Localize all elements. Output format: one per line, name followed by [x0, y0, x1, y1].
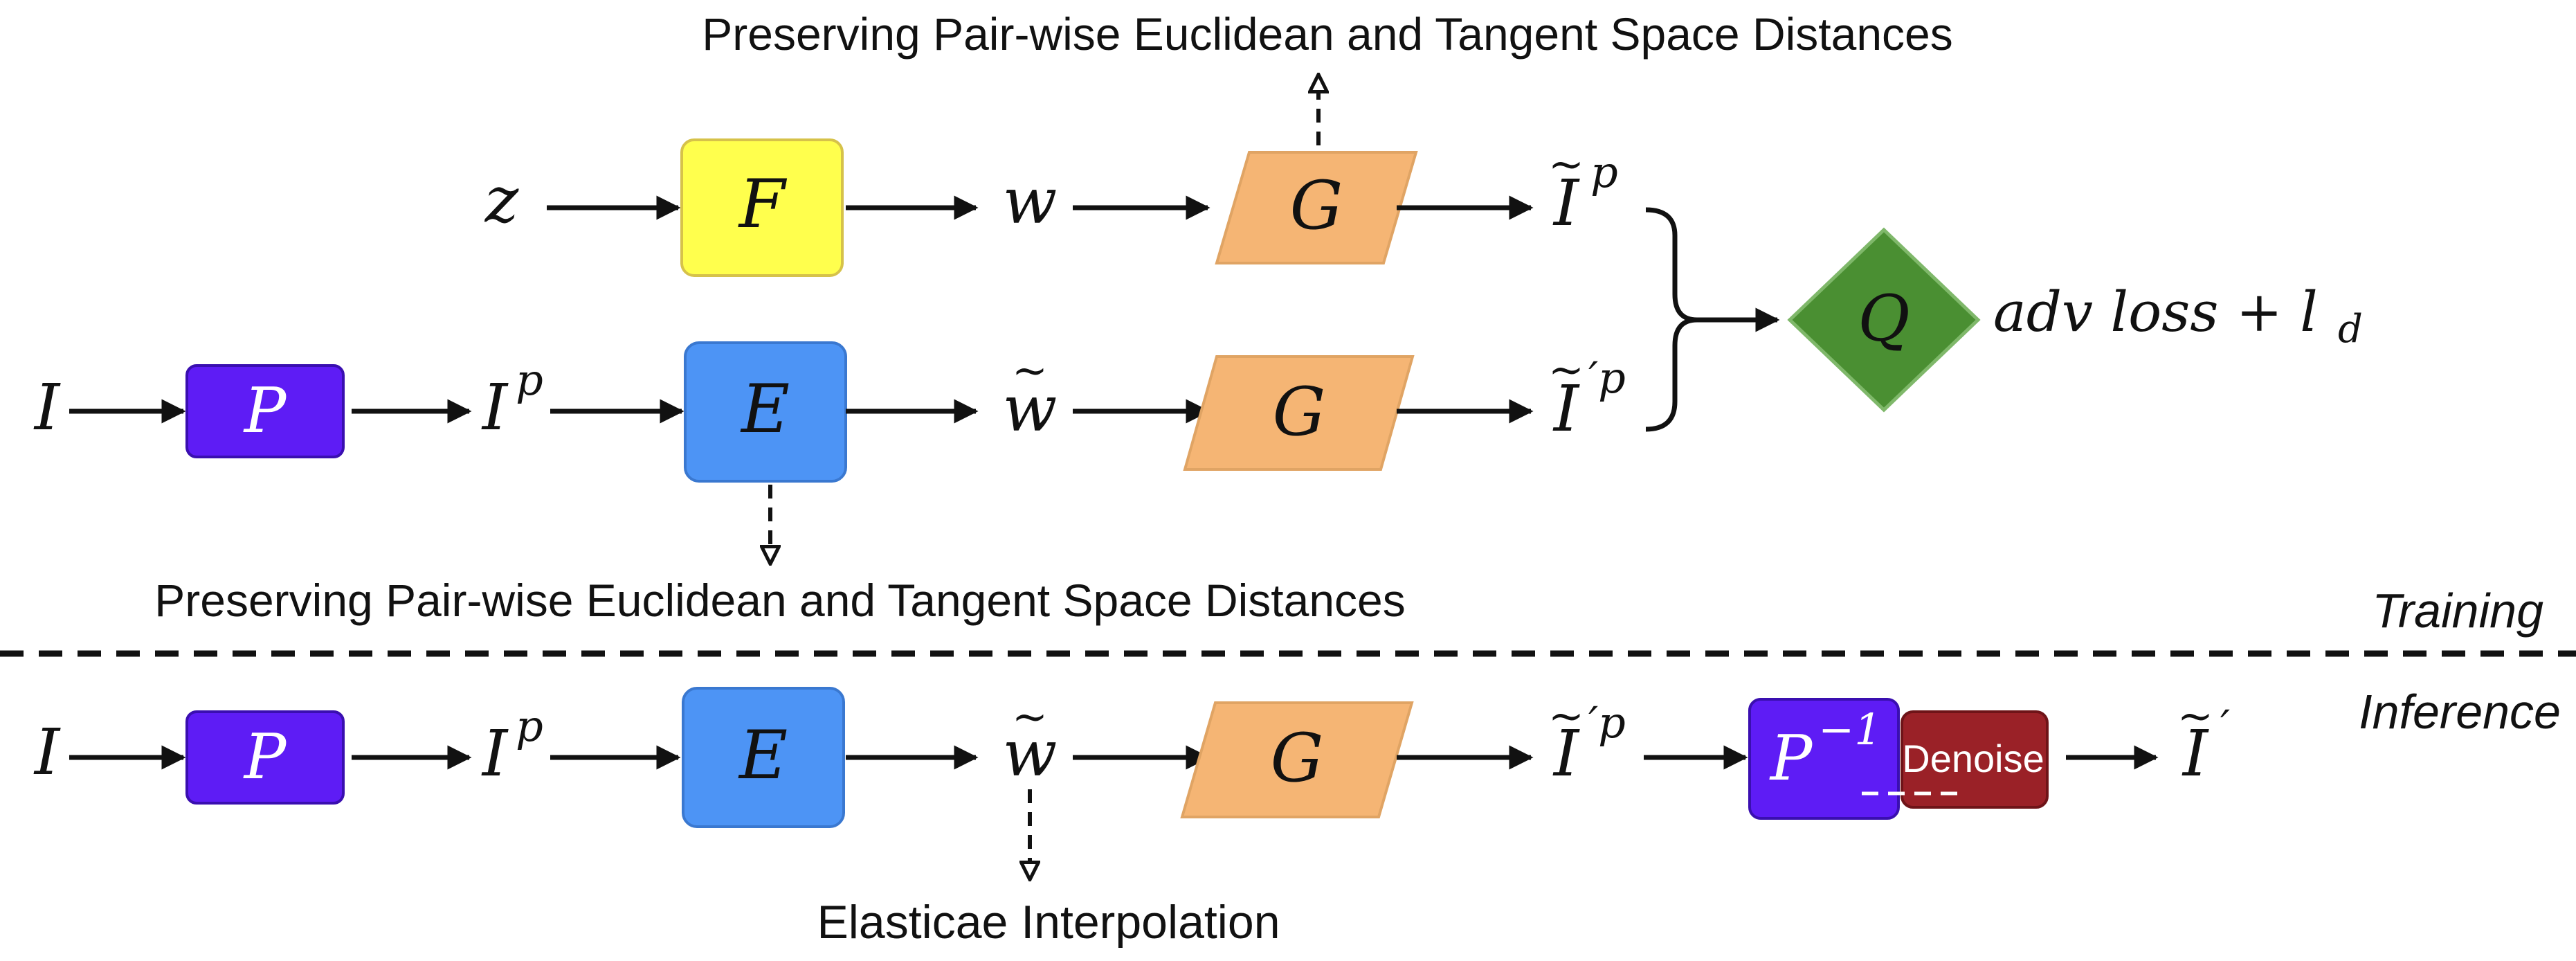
- latent-w-tilde-tilde: ~: [1012, 345, 1048, 395]
- input-i-symbol: I: [33, 370, 61, 444]
- denoise-label: Denoise: [1902, 737, 2044, 780]
- generated-i-tilde-p: ~ I p: [1548, 138, 1618, 240]
- inference-i-tilde-prime-p-tilde: ~: [1548, 690, 1584, 741]
- inference-input-i: I: [33, 715, 61, 789]
- generator-g-bottom-label: G: [1273, 373, 1326, 451]
- inference-transform-p-label: P: [243, 721, 287, 793]
- inference-i-tilde-prime-p-sup: ′p: [1588, 697, 1626, 748]
- inverse-transform-label: P −1: [1769, 704, 1882, 795]
- mapping-box-f: [680, 138, 844, 277]
- transform-box-p: [185, 364, 345, 458]
- inverse-transform-label-sup: −1: [1818, 704, 1881, 755]
- discriminator-q-label: Q: [1858, 282, 1910, 356]
- interpolation-annotation: Elasticae Interpolation: [817, 896, 1280, 949]
- inference-generator-g-label: G: [1271, 719, 1324, 797]
- final-output-i-tilde-prime: ~ I ′: [2177, 690, 2230, 791]
- merge-brace: [1645, 207, 1698, 432]
- inference-encoder-e: [682, 687, 845, 828]
- w-symbol: w: [1003, 164, 1058, 238]
- generated-i-tilde-prime-p-sup: ′p: [1588, 352, 1626, 403]
- generated-i-tilde-prime-p: ~ I ′p: [1548, 344, 1626, 446]
- transformed-i-p: I p: [481, 354, 543, 444]
- transform-box-p-label: P: [243, 375, 287, 447]
- transformed-i-p-base: I: [481, 370, 509, 444]
- loss-label-sub: d: [2338, 307, 2363, 352]
- inference-transformed-i-p-base: I: [481, 717, 509, 791]
- generated-i-tilde-prime-p-base: I: [1552, 372, 1580, 446]
- inference-latent-w-tilde-tilde: ~: [1012, 691, 1048, 742]
- final-output-i-tilde-prime-sup: ′: [2220, 701, 2230, 751]
- loss-label-main: adv loss + l: [1993, 280, 2318, 344]
- inference-i-tilde-prime-p: ~ I ′p: [1548, 690, 1626, 791]
- inference-generator-g: [1180, 701, 1414, 818]
- inverse-transform-box: [1748, 698, 1900, 820]
- top-preserve-annotation: Preserving Pair-wise Euclidean and Tange…: [702, 8, 1952, 60]
- inference-label: Inference: [2359, 685, 2561, 739]
- generated-i-tilde-prime-p-tilde: ~: [1548, 344, 1584, 395]
- loss-label: adv loss + l d: [1993, 280, 2363, 352]
- final-output-i-tilde-prime-base: I: [2182, 717, 2209, 791]
- latent-w-tilde: ~ w: [1003, 345, 1058, 446]
- latent-w-tilde-base: w: [1003, 372, 1058, 446]
- inference-latent-w-tilde: ~ w: [1003, 691, 1058, 791]
- encoder-box-e-label: E: [740, 370, 790, 448]
- inference-transformed-i-p: I p: [481, 701, 543, 791]
- inference-i-tilde-prime-p-base: I: [1552, 717, 1580, 791]
- generator-g-top: [1215, 151, 1418, 264]
- transformed-i-p-sup: p: [516, 354, 543, 405]
- inference-transformed-i-p-sup: p: [516, 701, 543, 751]
- generated-i-tilde-p-base: I: [1552, 166, 1580, 240]
- mid-preserve-annotation: Preserving Pair-wise Euclidean and Tange…: [154, 575, 1405, 626]
- denoise-box: [1901, 710, 2049, 809]
- generated-i-tilde-p-sup: p: [1590, 147, 1618, 197]
- inference-transform-p: [185, 710, 345, 805]
- generated-i-tilde-p-tilde: ~: [1548, 138, 1584, 189]
- final-output-i-tilde-prime-tilde: ~: [2177, 690, 2213, 741]
- generator-g-top-label: G: [1290, 167, 1343, 244]
- inverse-transform-label-base: P: [1769, 722, 1813, 795]
- inference-encoder-e-label: E: [738, 717, 788, 794]
- mapping-box-f-label: F: [738, 165, 788, 243]
- training-label: Training: [2372, 584, 2543, 638]
- generator-g-bottom: [1183, 355, 1415, 471]
- inference-latent-w-tilde-base: w: [1003, 717, 1058, 791]
- discriminator-q: [1787, 227, 1981, 413]
- z-symbol: z: [484, 163, 519, 237]
